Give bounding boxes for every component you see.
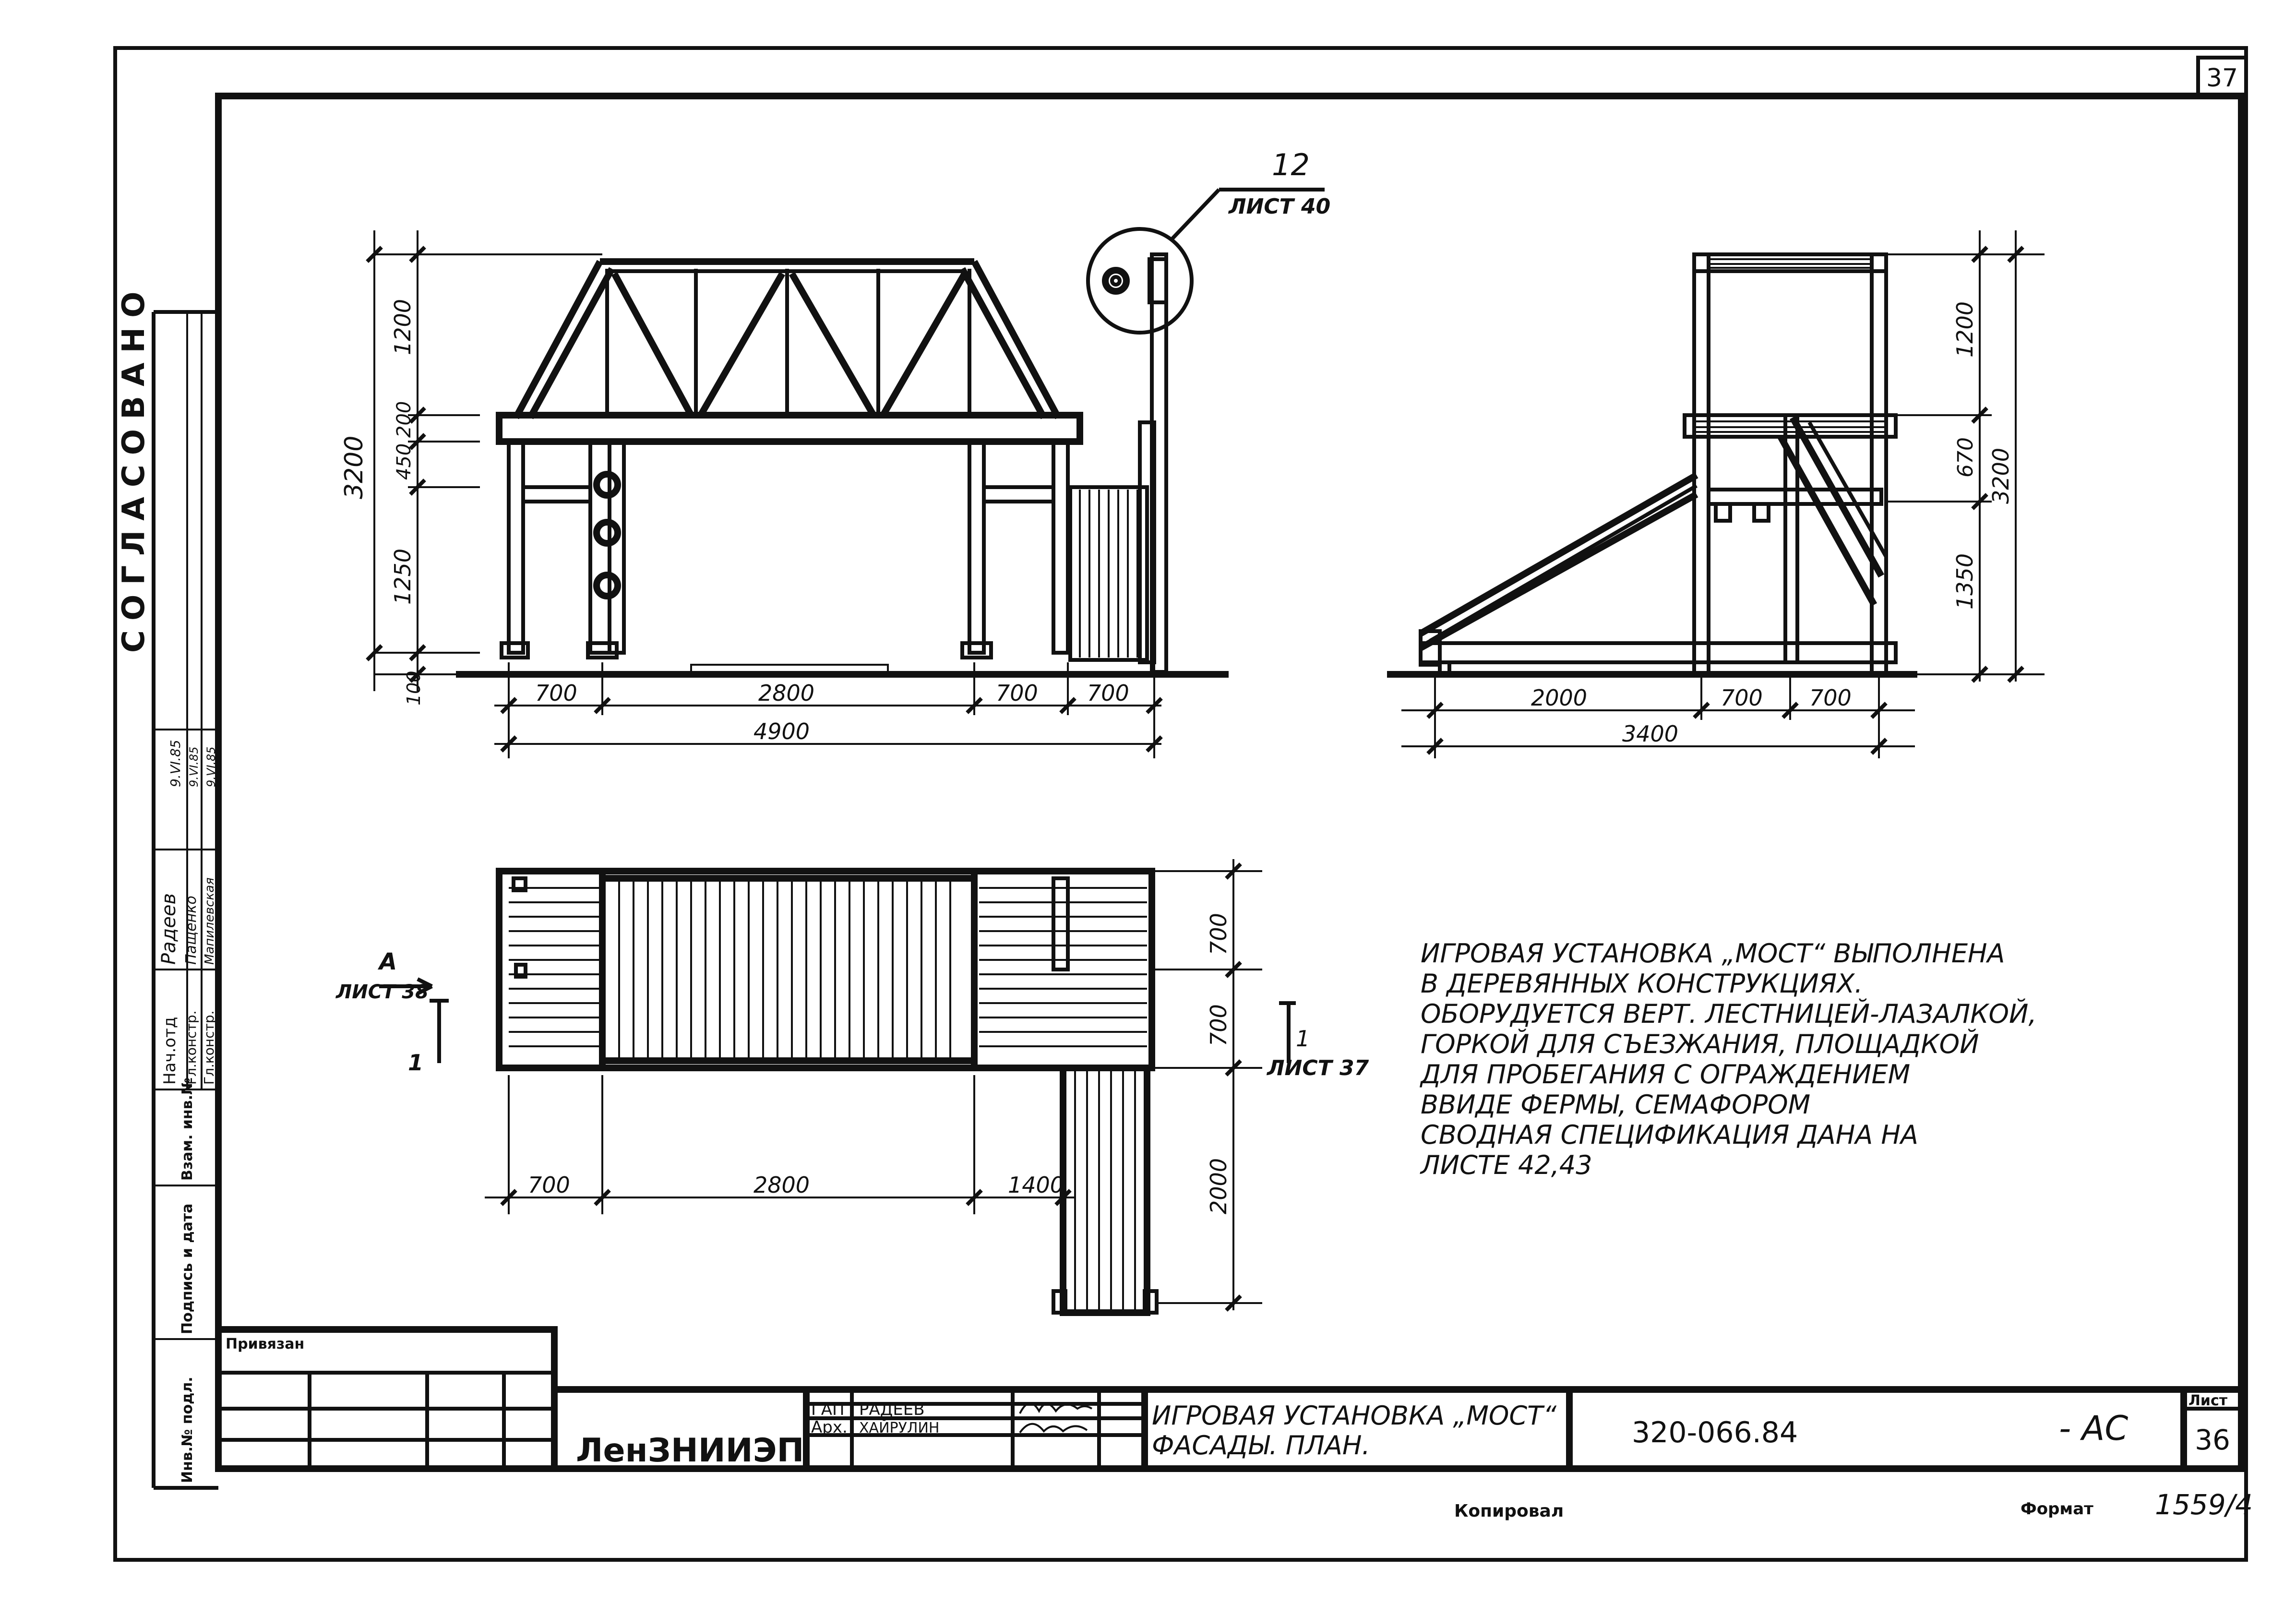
- role-gap: ГАП: [811, 1400, 845, 1419]
- approval-date-2: 9.VI.85: [187, 746, 201, 787]
- plan-right-700-a: 700: [1206, 913, 1232, 955]
- front-height-1250: 1250: [390, 549, 416, 605]
- side-label-inventory: Инв.№ подл.: [179, 1377, 196, 1483]
- side-width-2000: 2000: [1531, 685, 1587, 711]
- side-view: 1200 670 1350 3200 2000 700 700 3400: [1387, 230, 2045, 758]
- approval-name-2: Пащенко: [183, 896, 200, 965]
- name-gap: РАДЕЕВ: [859, 1400, 925, 1419]
- side-label-signature: Подпись и дата: [179, 1204, 196, 1334]
- format-label: Формат: [2021, 1499, 2093, 1519]
- approval-name-1: Радеев: [158, 893, 180, 965]
- corner-number: 37: [2206, 64, 2238, 93]
- note-line-7: СВОДНАЯ СПЕЦИФИКАЦИЯ ДАНА НА: [1421, 1120, 1918, 1150]
- drawing-mark: - АС: [2059, 1409, 2128, 1448]
- org-name: ЛенЗНИИЭП: [576, 1432, 804, 1470]
- plan-bottom-2800: 2800: [753, 1172, 810, 1198]
- approval-role-3: Гл.констр.: [201, 1010, 217, 1085]
- sheet-number: 36: [2195, 1424, 2230, 1456]
- front-height-1200: 1200: [390, 299, 416, 355]
- side-width-700-b: 700: [1809, 685, 1852, 711]
- note-line-2: В ДЕРЕВЯННЫХ КОНСТРУКЦИЯХ.: [1421, 969, 1863, 999]
- plan-view: А ЛИСТ 38 1 1 ЛИСТ 37 700 700 2000: [335, 859, 1369, 1316]
- side-height-1200: 1200: [1952, 301, 1978, 358]
- front-width-total: 4900: [753, 718, 810, 744]
- front-width-700-b: 700: [996, 680, 1038, 706]
- approval-role-2: Гл.констр.: [183, 1010, 199, 1085]
- copied-label: Копировал: [1454, 1501, 1564, 1521]
- tied-label: Привязан: [226, 1336, 304, 1353]
- signature-gap: [1019, 1402, 1093, 1414]
- plan-right-2000: 2000: [1206, 1158, 1232, 1214]
- tied-block: Привязан: [215, 1326, 558, 1472]
- approval-role-1: Нач.отд: [160, 1017, 179, 1085]
- callout-number: 12: [1272, 147, 1310, 182]
- notes-block: ИГРОВАЯ УСТАНОВКА „МОСТ“ ВЫПОЛНЕНА В ДЕР…: [1420, 938, 2037, 1180]
- name-arch: ХАЙРУЛИН: [859, 1419, 939, 1436]
- side-height-1350: 1350: [1952, 553, 1978, 610]
- side-height-total: 3200: [1988, 448, 2014, 504]
- approval-date-1: 9.VI.85: [167, 740, 183, 787]
- front-width-700-c: 700: [1087, 680, 1129, 706]
- format-value: 1559/4: [2155, 1488, 2253, 1521]
- note-line-6: ВВИДЕ ФЕРМЫ, СЕМАФОРОМ: [1421, 1089, 1810, 1120]
- note-line-1: ИГРОВАЯ УСТАНОВКА „МОСТ“ ВЫПОЛНЕНА: [1421, 938, 2005, 969]
- sheet-label: Лист: [2188, 1392, 2228, 1409]
- front-height-100: 100: [403, 670, 424, 706]
- approval-date-3: 9.VI.85: [204, 746, 218, 787]
- title-block: ЛенЗНИИЭП ГАП Арх. РАДЕЕВ ХАЙРУЛИН ИГРОВ…: [551, 1386, 2245, 1472]
- front-height-450: 450: [393, 443, 415, 480]
- side-height-670: 670: [1953, 437, 1978, 478]
- note-line-5: ДЛЯ ПРОБЕГАНИЯ С ОГРАЖДЕНИЕМ: [1420, 1059, 1910, 1089]
- front-height-200: 200: [393, 401, 415, 438]
- arrow-a-sheet: ЛИСТ 38: [335, 981, 429, 1003]
- corner-number-box: [2196, 56, 2248, 98]
- signature-arch: [1019, 1423, 1088, 1434]
- drawing-title-line-1: ИГРОВАЯ УСТАНОВКА „МОСТ“: [1152, 1401, 1557, 1431]
- front-view: 12 ЛИСТ 40 3200 1200 200 450 1250 100: [340, 147, 1330, 758]
- approval-strip: СОГЛАСОВАНО Нач.отд Гл.констр. Гл.констр…: [116, 282, 218, 1490]
- plan-right-700-b: 700: [1206, 1004, 1232, 1046]
- arrow-a-letter: А: [377, 948, 397, 975]
- inner-frame: [215, 93, 2245, 1472]
- front-width-700-a: 700: [535, 680, 577, 706]
- arrow-1-left: 1: [408, 1050, 423, 1076]
- note-line-8: ЛИСТЕ 42,43: [1420, 1150, 1592, 1180]
- side-label-replaced: Взам. инв.№: [179, 1077, 196, 1181]
- plan-bottom-1400: 1400: [1008, 1172, 1064, 1198]
- side-width-700-a: 700: [1721, 685, 1763, 711]
- approval-heading: СОГЛАСОВАНО: [116, 282, 152, 653]
- section-sheet: ЛИСТ 37: [1266, 1056, 1369, 1080]
- role-arch: Арх.: [811, 1418, 848, 1437]
- note-line-4: ГОРКОЙ ДЛЯ СЪЕЗЖАНИЯ, ПЛОЩАДКОЙ: [1421, 1029, 1979, 1059]
- callout-sheet: ЛИСТ 40: [1228, 194, 1330, 219]
- drawing-title-line-2: ФАСАДЫ. ПЛАН.: [1152, 1430, 1370, 1460]
- approval-name-3: Мапилевская: [203, 877, 217, 965]
- note-line-3: ОБОРУДУЕТСЯ ВЕРТ. ЛЕСТНИЦЕЙ-ЛАЗАЛКОЙ,: [1421, 999, 2037, 1029]
- section-mark: 1: [1296, 1026, 1310, 1052]
- plan-bottom-700: 700: [528, 1172, 570, 1198]
- side-width-total: 3400: [1622, 721, 1678, 747]
- front-width-2800: 2800: [758, 680, 814, 706]
- drawing-code: 320-066.84: [1632, 1416, 1798, 1449]
- front-height-total: 3200: [340, 436, 369, 499]
- outer-frame: [113, 46, 2248, 1562]
